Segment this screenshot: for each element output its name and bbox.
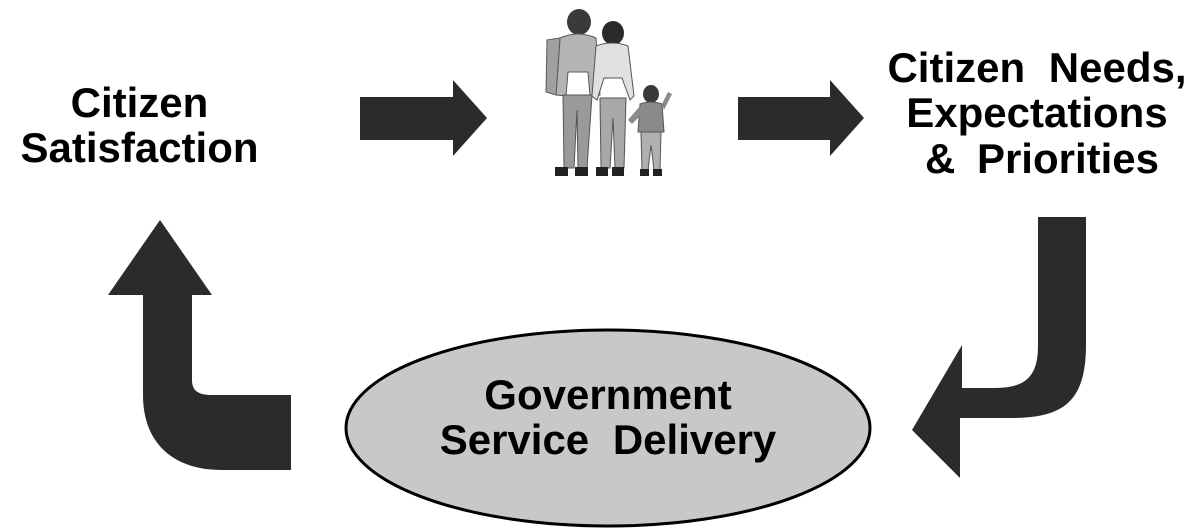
citizen-needs-line-2: Expectations [906,89,1168,137]
citizen-needs-line-1: Citizen Needs, [887,44,1187,91]
service-delivery-ellipse [344,328,872,528]
family-icon [545,9,672,176]
citizen-needs-label: Citizen Needs, Expectations & Priorities [872,45,1202,181]
service-delivery-line-2: Service Delivery [439,416,777,464]
adult-figure-2 [591,21,635,176]
citizen-satisfaction-line-1: Citizen [70,79,209,126]
curved-arrow-up-left-icon [108,220,291,470]
arrow-right-icon [738,80,864,156]
arrow-right-icon [360,80,487,156]
curved-arrow-down-left-icon [912,217,1086,478]
citizen-satisfaction-label: Citizen Satisfaction [2,80,277,171]
citizen-needs-line-3: & Priorities [924,134,1160,182]
government-service-delivery-label: Government Service Delivery [348,372,868,463]
citizen-satisfaction-line-2: Satisfaction [20,124,259,172]
adult-figure-1 [545,9,601,176]
service-delivery-line-1: Government [484,371,732,418]
child-figure [628,85,672,176]
